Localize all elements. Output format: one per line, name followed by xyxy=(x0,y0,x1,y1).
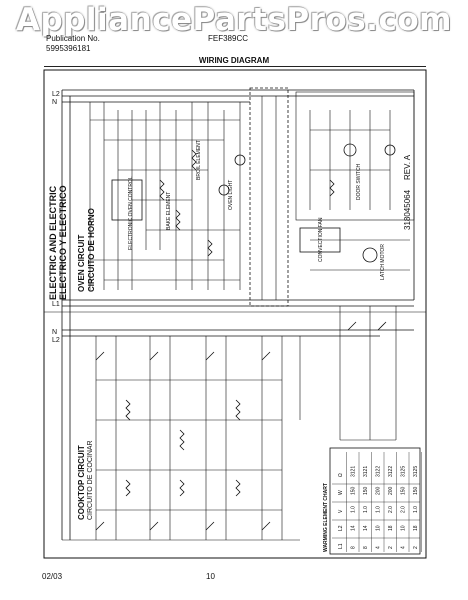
section-electrico-label: ELECTRICO Y ELECTRICO xyxy=(58,185,68,300)
oven-wiring xyxy=(89,96,410,300)
chart-cell: 1.0 xyxy=(351,506,357,513)
line-l1-mid: L1 xyxy=(52,301,60,308)
line-l2-top: L2 xyxy=(52,91,60,98)
chart-cell: 150 xyxy=(363,486,369,495)
footer-page: 10 xyxy=(206,572,215,581)
revision: REV. A xyxy=(403,154,412,180)
convection-label: CONVECTION FAN xyxy=(318,217,324,262)
cooktop-elements xyxy=(125,399,241,497)
header-rule xyxy=(44,66,426,67)
cooktop-circuit-label: COOKTOP CIRCUIT xyxy=(77,445,86,520)
section-electric-label: ELECTRIC AND ELECTRIC xyxy=(48,185,58,300)
publication-number: 5995396181 xyxy=(46,44,91,53)
chart-cell: 10 xyxy=(401,525,407,531)
chart-cell: 3121 xyxy=(351,466,357,477)
chart-header-cell: W xyxy=(338,490,344,495)
chart-cell: 2.0 xyxy=(401,506,407,513)
chart-title: WARMING ELEMENT CHART xyxy=(323,483,329,552)
warming-chart: WARMING ELEMENT CHART L1 L2 V W Ω 8 14 1.0 150 31… xyxy=(323,447,422,555)
chart-cell: 8 xyxy=(363,546,369,549)
chart-cell: 2 xyxy=(413,546,419,549)
door-switch-label: DOOR SWITCH xyxy=(356,164,362,200)
chart-cell: 1.0 xyxy=(363,506,369,513)
chart-cell: 200 xyxy=(376,486,382,495)
cooktop-circuit-es-label: CIRCUITO DE COCINAR xyxy=(87,440,94,520)
chart-header-cell: L2 xyxy=(338,525,344,531)
chart-header-cell: V xyxy=(338,509,344,513)
chart-cell: 14 xyxy=(351,525,357,531)
chart-cell: 18 xyxy=(388,525,394,531)
publication-label: Publication No. xyxy=(46,34,100,43)
chart-cell: 150 xyxy=(413,486,419,495)
oven-lamp-label: OVEN LIGHT xyxy=(228,180,234,210)
chart-cell: 3122 xyxy=(376,466,382,477)
oven-circuit-es-label: CIRCUITO DE HORNO xyxy=(87,208,96,292)
switch-contacts xyxy=(95,321,387,531)
chart-cell: 14 xyxy=(363,525,369,531)
chart-cell: 3125 xyxy=(413,466,419,477)
line-n-mid: N xyxy=(52,329,57,336)
chart-header-cell: L1 xyxy=(338,543,344,549)
oven-elements xyxy=(159,149,335,257)
chart-cell: 1.0 xyxy=(413,506,419,513)
latch-motor-label: LATCH MOTOR xyxy=(380,244,386,280)
chart-cell: 3125 xyxy=(401,466,407,477)
chart-cell: 3122 xyxy=(388,466,394,477)
chart-header-cell: Ω xyxy=(338,473,344,477)
oven-circuit-label: OVEN CIRCUIT xyxy=(77,235,86,292)
line-l2-mid: L2 xyxy=(52,337,60,344)
publication-block: Publication No. 5995396181 xyxy=(46,34,100,54)
footer-date: 02/03 xyxy=(42,572,63,581)
chart-cell: 150 xyxy=(351,486,357,495)
chart-cell: 18 xyxy=(413,525,419,531)
diagram-frame xyxy=(43,69,427,559)
chart-cell: 2.0 xyxy=(388,506,394,513)
chart-cell: 8 xyxy=(351,546,357,549)
oven-schematic-box xyxy=(295,91,415,221)
cooktop-wiring xyxy=(62,306,397,541)
bake-element-label: BAKE ELEMENT xyxy=(166,192,172,230)
broil-element-label: BROIL ELEMENT xyxy=(196,140,202,180)
chart-cell: 4 xyxy=(376,546,382,549)
chart-cell: 200 xyxy=(388,486,394,495)
part-number: 318045064 xyxy=(403,189,412,230)
page-title: WIRING DIAGRAM xyxy=(198,56,270,65)
chart-cell: 10 xyxy=(376,525,382,531)
watermark: AppliancePartsPros.com xyxy=(16,2,452,38)
model-number: FEF389CC xyxy=(208,34,249,43)
chart-cell: 1.0 xyxy=(376,506,382,513)
chart-cell: 2 xyxy=(388,546,394,549)
oven-components xyxy=(111,143,396,263)
clock-control-label: ELECTRONIC OVEN CONTROL xyxy=(128,176,134,250)
bus-lines xyxy=(61,89,415,540)
line-n-top: N xyxy=(52,99,57,106)
oven-console-box xyxy=(249,87,289,307)
chart-cell: 3121 xyxy=(363,466,369,477)
chart-cell: 150 xyxy=(401,486,407,495)
chart-cell: 4 xyxy=(401,546,407,549)
